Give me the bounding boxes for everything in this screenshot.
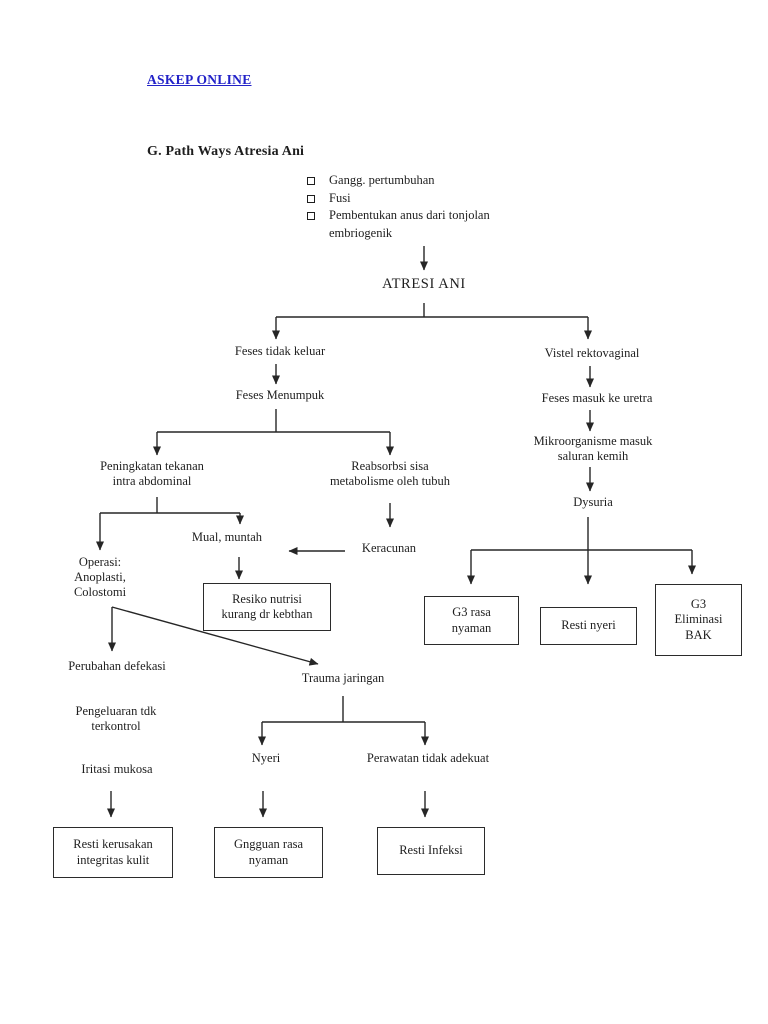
node-pengeluaran-tdk: Pengeluaran tdk terkontrol: [75, 704, 157, 733]
square-bullet-icon: [307, 177, 315, 185]
box-resti-nyeri: Resti nyeri: [540, 607, 637, 645]
box-resti-infeksi: Resti Infeksi: [377, 827, 485, 875]
bullet-item: Pembentukan anus dari tonjolan embriogen…: [307, 207, 490, 242]
bullet-label: Gangg. pertumbuhan: [329, 173, 435, 187]
node-feses-menumpuk: Feses Menumpuk: [235, 388, 325, 402]
node-mikroorganisme: Mikroorganisme masuk saluran kemih: [533, 434, 653, 463]
node-peningkatan-tekanan: Peningkatan tekanan intra abdominal: [100, 459, 204, 488]
box-resiko-nutrisi: Resiko nutrisi kurang dr kebthan: [203, 583, 331, 631]
page-title: G. Path Ways Atresia Ani: [147, 144, 305, 159]
bullet-item: Fusi: [307, 190, 490, 208]
box-g3-eliminasi-bak: G3 Eliminasi BAK: [655, 584, 742, 656]
box-g3-rasa-nyaman: G3 rasa nyaman: [424, 596, 519, 645]
node-iritasi-mukosa: Iritasi mukosa: [81, 762, 153, 776]
node-operasi: Operasi: Anoplasti, Colostomi: [73, 555, 127, 599]
box-resti-kerusakan: Resti kerusakan integritas kulit: [53, 827, 173, 878]
node-reabsorbsi-sisa: Reabsorbsi sisa metabolisme oleh tubuh: [329, 459, 451, 488]
node-mual-muntah: Mual, muntah: [191, 530, 263, 544]
node-nyeri: Nyeri: [251, 751, 281, 765]
node-keracunan: Keracunan: [361, 541, 417, 555]
askep-online-link[interactable]: ASKEP ONLINE: [147, 72, 252, 87]
node-vistel-rektovaginal: Vistel rektovaginal: [544, 346, 640, 360]
node-feses-masuk-uretra: Feses masuk ke uretra: [541, 391, 653, 405]
bullet-label: Pembentukan anus dari tonjolan embriogen…: [329, 208, 490, 240]
node-dysuria: Dysuria: [573, 495, 613, 509]
square-bullet-icon: [307, 194, 315, 203]
node-perubahan-defekasi: Perubahan defekasi: [68, 659, 166, 673]
bullet-label: Fusi: [329, 190, 351, 205]
square-bullet-icon: [307, 212, 315, 220]
node-trauma-jaringan: Trauma jaringan: [301, 671, 385, 685]
node-atresi-ani: ATRESI ANI: [382, 276, 466, 292]
box-gngguan-rasa-nyaman: Gngguan rasa nyaman: [214, 827, 323, 878]
bullet-item: Gangg. pertumbuhan: [307, 172, 490, 190]
node-feses-tidak-keluar: Feses tidak keluar: [234, 344, 326, 358]
bullet-list: Gangg. pertumbuhan Fusi Pembentukan anus…: [307, 172, 490, 242]
node-perawatan-tidak-adekuat: Perawatan tidak adekuat: [366, 751, 490, 765]
